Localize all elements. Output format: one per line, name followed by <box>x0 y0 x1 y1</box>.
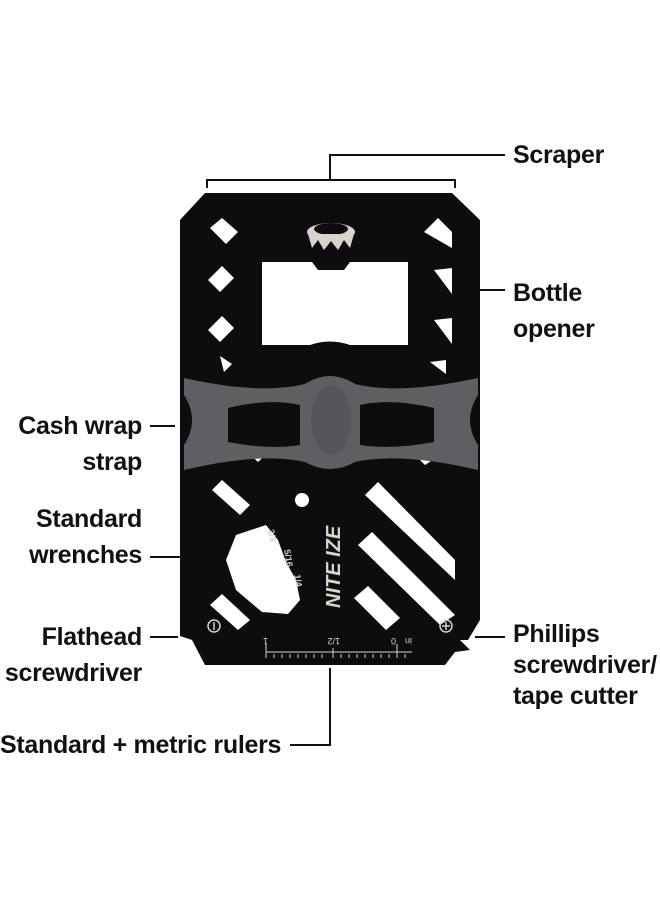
scraper-bracket <box>206 179 456 188</box>
bottle-opener-hole <box>262 262 408 345</box>
phillips-icon <box>439 619 453 633</box>
label-flathead-screwdriver: Flathead screwdriver <box>5 619 142 691</box>
side-slots <box>208 218 452 374</box>
ruler-mark-half: 1/2 <box>327 636 340 646</box>
bottle-cap-icon <box>307 223 355 250</box>
wrench-size-1-4: 1/4 <box>292 574 304 588</box>
label-phillips-screwdriver: Phillips screwdriver/ tape cutter <box>513 619 657 712</box>
label-line: wrenches <box>29 541 142 569</box>
label-line: Standard <box>36 505 142 533</box>
rulers-leader <box>290 668 331 746</box>
wrench-size-5-16: 5/16 <box>282 549 295 568</box>
label-standard-wrenches: Standard wrenches <box>29 501 142 573</box>
ruler-mark-0: 0 <box>391 636 396 646</box>
label-line: Cash wrap <box>18 412 142 440</box>
flathead-icon <box>207 619 221 633</box>
label-line: Phillips <box>513 620 600 648</box>
ruler: 1 1/2 0 in <box>263 636 412 658</box>
label-bottle-opener: Bottle opener <box>513 275 595 347</box>
label-line: strap <box>82 448 142 476</box>
wrench-sizes: 3/8 5/16 1/4 <box>266 529 304 588</box>
label-line: screwdriver <box>4 659 142 687</box>
label-scraper: Scraper <box>513 141 605 169</box>
scraper-leader <box>329 154 505 180</box>
label-rulers: Standard + metric rulers <box>0 731 282 759</box>
wrench-hole <box>226 525 300 614</box>
wrench-size-3-8: 3/8 <box>266 529 278 543</box>
label-line: Flathead <box>41 623 143 651</box>
nite-ize-logo: NITE IZE <box>323 525 345 608</box>
label-cash-wrap-strap: Cash wrap strap <box>18 408 142 480</box>
ruler-mark-1: 1 <box>263 636 268 646</box>
cash-wrap-strap <box>184 376 478 470</box>
label-line: opener <box>513 315 595 343</box>
label-line: Bottle <box>513 279 583 307</box>
ruler-mark-in: in <box>405 636 412 646</box>
label-line: screwdriver/ <box>513 651 657 679</box>
label-line: tape cutter <box>513 682 638 710</box>
